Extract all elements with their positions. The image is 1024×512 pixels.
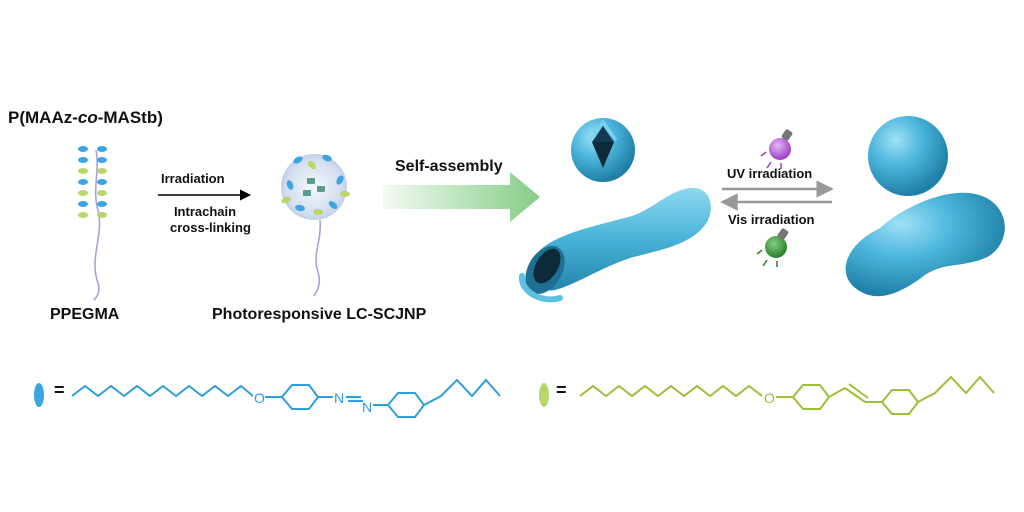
stilbene-mesogen-ellipse [539,383,549,407]
azo-structure [71,378,501,418]
solid-peanut [845,192,1005,297]
uv-label: UV irradiation [727,166,813,181]
sc-nanoparticle [281,154,350,297]
stilbene-equals-sign: = [556,380,567,400]
azo-equals-sign: = [54,380,65,400]
azo-oxygen: O [254,390,265,406]
hollow-tube [518,187,711,303]
copolymer-title: P(MAAz-co-MAStb) [8,108,163,127]
nanoparticle-label: Photoresponsive LC-SCJNP [212,306,427,323]
azo-nitrogen-1: N [334,390,344,406]
uv-lamp-icon [760,129,793,169]
self-assembly-label: Self-assembly [395,158,503,175]
solid-sphere [868,116,948,196]
hollow-sphere [571,118,635,182]
vis-lamp-icon [756,228,789,267]
stilbene-oxygen: O [764,390,775,406]
vis-label: Vis irradiation [728,212,815,227]
irradiation-label: Irradiation [161,171,225,186]
ppegma-label: PPEGMA [50,306,120,323]
azo-mesogen-ellipse [34,383,44,407]
self-assembly-arrow [383,172,540,222]
polymer-chain [78,146,107,301]
stilbene-structure [579,375,995,415]
azo-nitrogen-2: N [362,399,372,415]
